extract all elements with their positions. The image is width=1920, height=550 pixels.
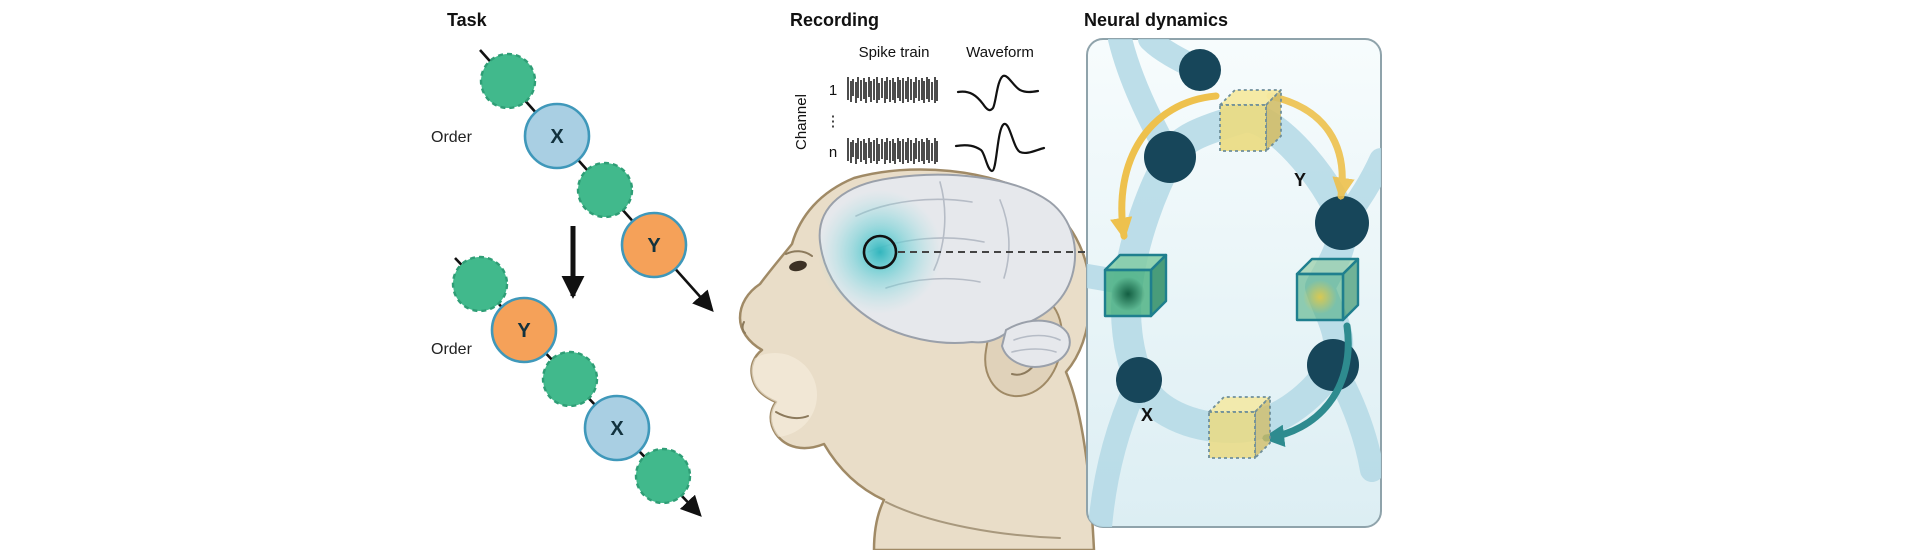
state-cube-green-right: [1295, 257, 1360, 322]
task-panel: Task Order X Y Order Y: [431, 10, 714, 517]
recording-panel: Recording Spike train Waveform Channel 1…: [738, 10, 1096, 550]
monkey-brow: [785, 250, 813, 257]
stimulus-x-label: X: [610, 418, 624, 440]
cerebellum: [1001, 319, 1071, 368]
stimulus-circle-green: [451, 255, 509, 313]
spike-train-channel-n: [847, 137, 938, 165]
network-node: [1315, 196, 1369, 250]
stimulus-circle-green: [479, 52, 537, 110]
stimulus-circle-green: [541, 350, 599, 408]
flow-arrow-yellow-right: [1266, 92, 1355, 201]
recording-title: Recording: [790, 10, 879, 30]
stimulus-circle-x: X: [583, 394, 651, 462]
stimulus-circle-green: [576, 161, 634, 219]
monkey-head-illustration: [738, 168, 1096, 550]
sequence-2-order-label: Order: [431, 341, 473, 358]
stimulus-y-label: Y: [517, 320, 531, 342]
stimulus-circle-y: Y: [490, 296, 558, 364]
channel-n-label: n: [829, 144, 837, 161]
flow-arrow-yellow: [1110, 92, 1220, 241]
sequence-1-order-label: Order: [431, 129, 473, 146]
channel-1-label: 1: [829, 82, 837, 99]
muzzle-shading: [740, 353, 817, 437]
state-x-label: X: [1141, 405, 1153, 425]
monkey-nostril: [741, 321, 746, 334]
state-cube-yellow-bottom: [1208, 396, 1271, 459]
task-sequence-1: Order X Y: [431, 49, 714, 312]
stimulus-y-label: Y: [647, 235, 661, 257]
task-sequence-2: Order Y X: [431, 255, 702, 517]
waveform-channel-1: [956, 74, 1040, 112]
state-cube-green-left: [1103, 253, 1168, 318]
task-title: Task: [447, 10, 488, 30]
stimulus-circle-y: Y: [620, 211, 688, 279]
spike-train-label: Spike train: [859, 44, 930, 61]
spike-train-channel-1: [847, 76, 938, 104]
monkey-eye: [789, 260, 807, 272]
waveform-label: Waveform: [966, 44, 1034, 61]
neural-network: [1087, 39, 1381, 527]
stimulus-circle-x: X: [523, 102, 591, 170]
flow-arrow-teal: [1261, 322, 1352, 447]
network-node: [1116, 357, 1162, 403]
recording-site-circle: [862, 234, 898, 270]
neural-dynamics-panel: Neural dynamics: [1084, 10, 1382, 528]
recording-site-glow-core: [850, 222, 910, 282]
channel-axis-label: Channel: [793, 94, 810, 150]
state-y-label: Y: [1294, 170, 1306, 190]
stimulus-x-label: X: [550, 126, 564, 148]
stimulus-circle-green: [634, 447, 692, 505]
network-node: [1179, 49, 1221, 91]
neural-dynamics-title: Neural dynamics: [1084, 10, 1228, 30]
channel-dots: ⋮: [826, 113, 841, 130]
monkey-mouth: [775, 411, 809, 420]
waveform-channel-n: [954, 122, 1046, 173]
monkey-chest-line: [885, 501, 1061, 539]
state-cube-yellow-top: [1219, 89, 1282, 152]
network-node: [1144, 131, 1196, 183]
